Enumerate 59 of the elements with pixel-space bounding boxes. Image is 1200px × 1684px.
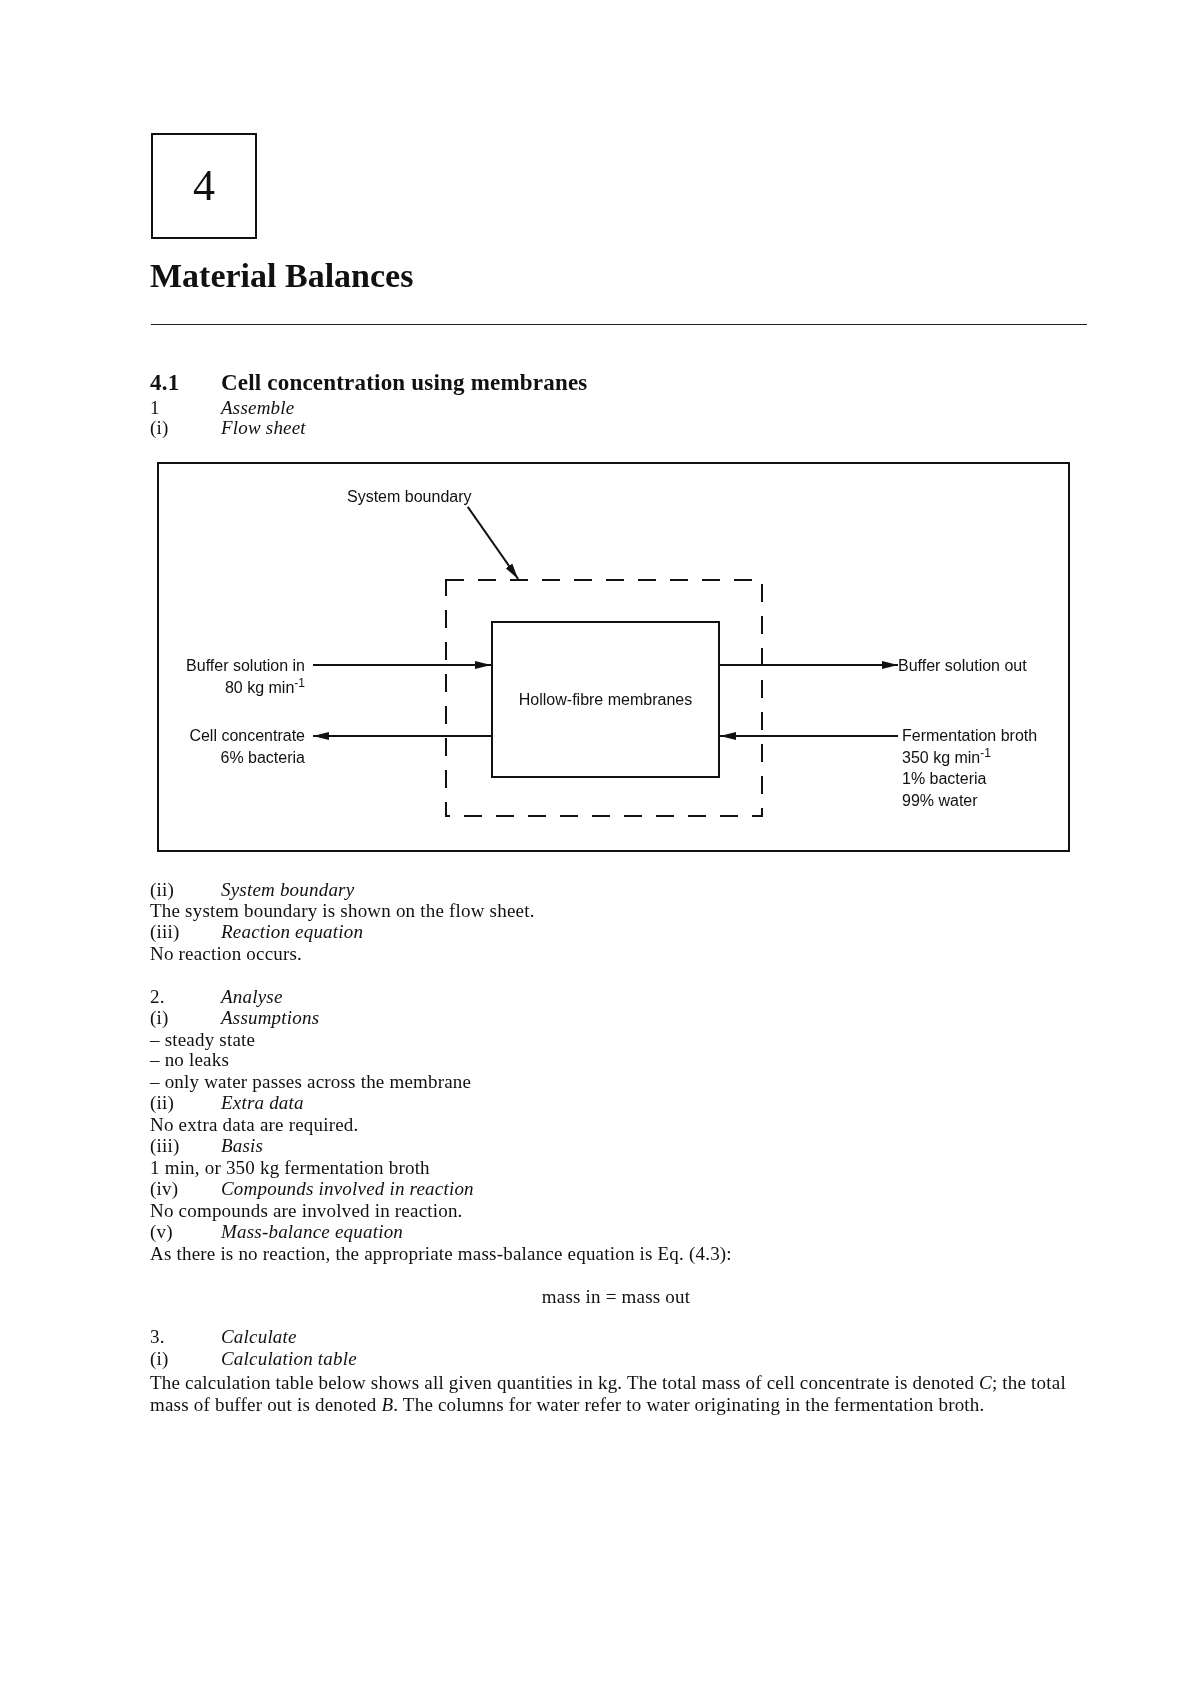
step-number: (i) <box>150 1007 169 1029</box>
composition: 99% water <box>902 790 978 811</box>
body-text: The system boundary is shown on the flow sheet. <box>150 900 535 922</box>
flow-arrow <box>312 732 492 740</box>
body-text: – only water passes across the membrane <box>150 1071 472 1093</box>
body-text: No reaction occurs. <box>150 943 303 965</box>
flow-arrow <box>312 661 492 669</box>
step-heading: Extra data <box>221 1092 304 1114</box>
step-number: (i) <box>150 417 169 439</box>
flow-arrow <box>719 661 899 669</box>
composition: 1% bacteria <box>902 769 987 789</box>
membrane-unit-box <box>491 621 720 778</box>
body-text: As there is no reaction, the appropriate mass-balance equation is Eq. (4.3): <box>150 1243 732 1265</box>
flow-rate: 80 kg min$^{-1}$ <box>224 676 305 698</box>
step-heading: Reaction equation <box>221 921 364 943</box>
step-heading: Assemble <box>221 397 295 419</box>
step-heading: Analyse <box>221 986 283 1008</box>
leader-arrow <box>466 505 520 580</box>
step-heading: Compounds involved in reaction <box>221 1178 474 1200</box>
equation: mass in = mass out <box>541 1286 691 1308</box>
step-heading: Assumptions <box>221 1007 320 1029</box>
flow-sheet-frame <box>157 462 1070 852</box>
step-heading: System boundary <box>221 879 355 901</box>
stream-label: Cell concentrate <box>189 726 305 746</box>
step-heading: Basis <box>221 1135 264 1157</box>
step-heading: Flow sheet <box>221 417 306 439</box>
step-number: (iv) <box>150 1178 179 1200</box>
body-text: – steady state <box>150 1029 256 1051</box>
stream-label: Fermentation broth <box>902 726 1038 746</box>
stream-label: Buffer solution out <box>898 655 1027 677</box>
chapter-number-box <box>151 133 257 239</box>
step-number: (i) <box>150 1348 169 1370</box>
step-number: 3. <box>150 1326 165 1348</box>
step-number: (ii) <box>150 1092 174 1114</box>
step-number: 1 <box>150 397 160 419</box>
section-number: 4.1 <box>150 372 180 394</box>
flow-rate: 350 kg min$^{-1}$ <box>902 746 991 768</box>
step-number: (iii) <box>150 1135 180 1157</box>
chapter-number: 4 <box>193 164 215 208</box>
flow-arrow <box>719 732 899 740</box>
body-text: 1 min, or 350 kg fermentation broth <box>150 1157 430 1179</box>
step-number: 2. <box>150 986 165 1008</box>
step-number: (iii) <box>150 921 180 943</box>
step-heading: Calculation table <box>221 1348 357 1370</box>
body-text: – no leaks <box>150 1049 230 1071</box>
system-boundary <box>445 579 763 817</box>
chapter-title: Material Balances <box>150 256 414 296</box>
stream-label: Buffer solution in <box>186 656 305 676</box>
body-text: No extra data are required. <box>150 1114 359 1136</box>
step-number: (v) <box>150 1221 173 1243</box>
paragraph: The calculation table below shows all given quantities in kg. The total mass of cell concentrate is denoted C; the total mass of buffer out is denoted B. The columns for water refer to water originating in the fermentation broth. <box>150 1372 1067 1416</box>
step-heading: Mass-balance equation <box>221 1221 404 1243</box>
boundary-label: System boundary <box>347 486 472 508</box>
unit-label: Hollow-fibre membranes <box>518 689 693 710</box>
step-number: (ii) <box>150 879 174 901</box>
composition: 6% bacteria <box>220 747 305 768</box>
section-title: Cell concentration using membranes <box>221 372 588 394</box>
step-heading: Calculate <box>221 1326 297 1348</box>
body-text: No compounds are involved in reaction. <box>150 1200 463 1222</box>
